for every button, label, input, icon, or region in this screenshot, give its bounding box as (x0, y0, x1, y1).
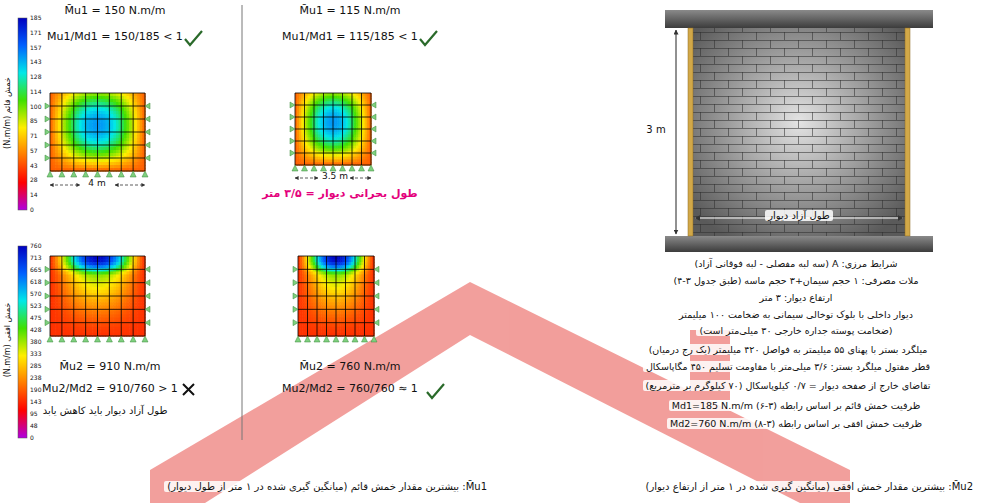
support-symbol (290, 114, 295, 120)
support-symbol (302, 165, 308, 171)
support-symbol (292, 165, 298, 171)
divider-line (242, 5, 243, 440)
support-symbol (290, 126, 295, 132)
support-symbol (45, 129, 50, 135)
mesh-line (50, 119, 145, 120)
support-symbol (290, 150, 295, 156)
support-symbol (47, 171, 53, 177)
mesh-line (50, 132, 145, 133)
support-symbol (371, 138, 376, 144)
contour-plot (45, 256, 150, 342)
support-symbol (321, 165, 327, 171)
support-symbol (106, 171, 112, 177)
support-symbol (95, 171, 101, 177)
contour-plot (45, 93, 150, 177)
mesh-line (295, 129, 371, 130)
support-symbol (290, 102, 295, 108)
mesh-line (295, 105, 371, 106)
support-symbol (359, 165, 365, 171)
support-symbol (371, 114, 376, 120)
support-symbol (371, 150, 376, 156)
mesh-line (50, 158, 145, 159)
support-symbol (145, 142, 150, 148)
support-symbol (130, 171, 136, 177)
support-symbol (371, 102, 376, 108)
support-symbol (311, 165, 317, 171)
support-symbol (145, 103, 150, 109)
support-symbol (83, 171, 89, 177)
color-scale-bar (18, 18, 27, 210)
support-symbol (330, 165, 336, 171)
support-symbol (349, 165, 355, 171)
support-symbol (118, 171, 124, 177)
mesh-line (50, 145, 145, 146)
mesh-line (295, 93, 371, 94)
support-symbol (59, 171, 65, 177)
mesh-line (295, 117, 371, 118)
mesh-line (295, 153, 371, 154)
support-symbol (45, 142, 50, 148)
mesh-line (50, 93, 145, 94)
support-symbol (145, 116, 150, 122)
support-symbol (45, 155, 50, 161)
support-symbol (145, 129, 150, 135)
support-symbol (290, 138, 295, 144)
mesh-line (295, 141, 371, 142)
support-symbol (340, 165, 346, 171)
support-symbol (45, 116, 50, 122)
support-symbol (142, 171, 148, 177)
support-symbol (71, 171, 77, 177)
support-symbol (371, 126, 376, 132)
support-symbol (145, 155, 150, 161)
contour-plot (290, 93, 376, 171)
color-scale-bar (18, 246, 27, 438)
support-symbol (368, 165, 374, 171)
support-symbol (45, 103, 50, 109)
mesh-line (50, 106, 145, 107)
